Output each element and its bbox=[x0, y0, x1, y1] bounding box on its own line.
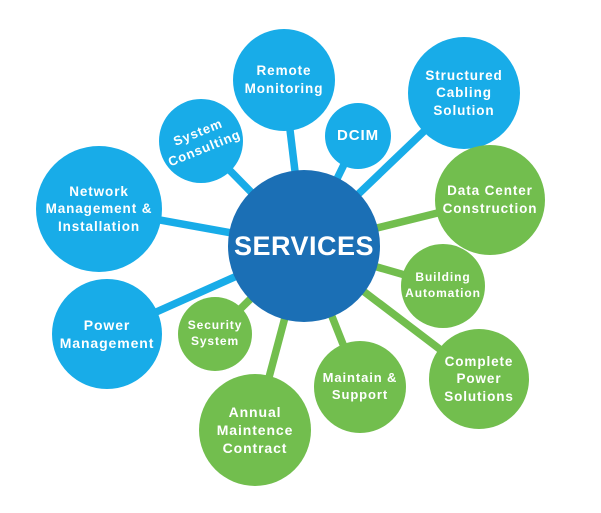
node-label-line: Cabling bbox=[436, 85, 492, 101]
node-label-line: Automation bbox=[405, 286, 481, 300]
node-label-line: Annual bbox=[228, 403, 282, 420]
node-label-line: Installation bbox=[57, 218, 141, 234]
node-maintain-support-label: Maintain &Support bbox=[323, 370, 398, 404]
node-label-line: Power bbox=[456, 371, 502, 387]
node-label-line: Complete bbox=[444, 353, 514, 369]
node-label-line: Support bbox=[331, 387, 389, 402]
node-label-line: Network bbox=[69, 183, 129, 199]
services-hub-label: SERVICES bbox=[233, 230, 375, 261]
node-label-line: Structured bbox=[425, 67, 503, 83]
node-label-line: Management bbox=[59, 335, 155, 351]
node-label-line: Solutions bbox=[444, 388, 514, 404]
node-label-line: Maintence bbox=[216, 421, 294, 438]
node-label-line: Construction bbox=[442, 201, 538, 216]
node-label-line: Contract bbox=[222, 440, 288, 457]
node-label-line: Data Center bbox=[447, 183, 533, 199]
node-dcim-label: DCIM bbox=[337, 126, 379, 146]
node-label-line: Solution bbox=[433, 102, 495, 118]
node-label-line: Remote bbox=[256, 63, 312, 79]
node-label-line: Power bbox=[83, 316, 131, 333]
node-label-line: Building bbox=[415, 270, 471, 285]
node-label-line: DCIM bbox=[337, 127, 379, 145]
node-label-line: Management & bbox=[45, 201, 153, 217]
node-dcim: DCIM bbox=[325, 103, 391, 169]
node-label-line: Monitoring bbox=[244, 81, 324, 96]
node-maintain-support: Maintain &Support bbox=[314, 341, 406, 433]
services-hub: SERVICES bbox=[228, 170, 380, 322]
node-label-line: Security bbox=[187, 318, 243, 333]
node-label-line: Maintain & bbox=[322, 370, 398, 386]
node-label-line: System bbox=[190, 334, 240, 348]
